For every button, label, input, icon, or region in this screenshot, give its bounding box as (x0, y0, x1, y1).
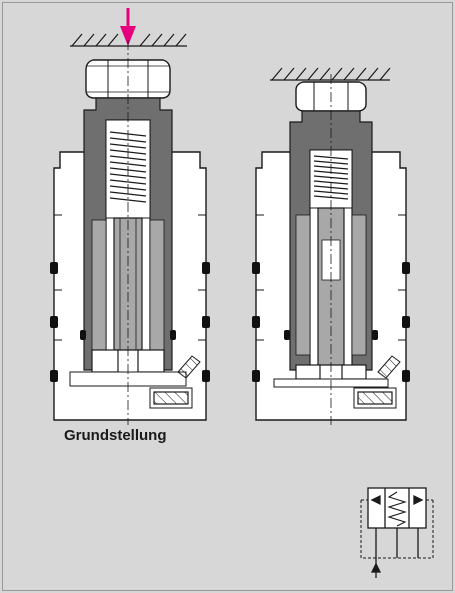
valve-left (50, 8, 210, 425)
filter-left (153, 391, 189, 405)
ground-hatch-right (270, 67, 391, 81)
filter-right (357, 391, 393, 405)
seals-left (50, 262, 210, 382)
force-arrow-icon (120, 8, 136, 46)
caption-grundstellung: Grundstellung (64, 427, 167, 444)
hydraulic-valve-symbol-icon (360, 487, 434, 578)
ground-hatch-left (70, 33, 187, 47)
seals-right (252, 262, 410, 382)
valve-right (252, 67, 410, 425)
